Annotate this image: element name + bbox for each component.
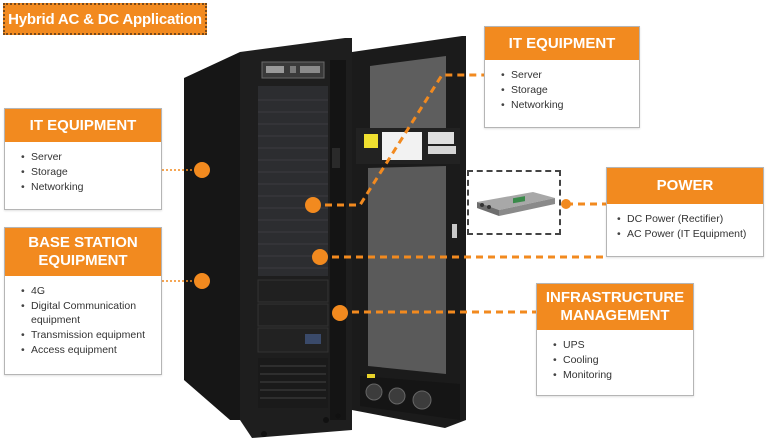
rectifier-module-image (477, 192, 555, 216)
list-item: Access equipment (21, 343, 161, 357)
item-list: Server Storage Networking (485, 60, 639, 113)
wheel (323, 417, 329, 423)
connector-dots (194, 162, 571, 321)
door-fan-panel (360, 376, 460, 420)
rectifier-inset (467, 170, 561, 235)
card-heading: IT EQUIPMENT (485, 27, 639, 60)
list-item: Monitoring (553, 368, 693, 383)
fan-icon (412, 390, 432, 410)
cable-post (330, 60, 346, 420)
item-list: UPS Cooling Monitoring (537, 330, 693, 383)
fan-icon (365, 383, 383, 401)
list-item: Transmission equipment (21, 328, 161, 342)
card-heading: INFRASTRUCTURE MANAGEMENT (537, 284, 693, 330)
door-rating-plate (428, 132, 454, 144)
wheel (335, 413, 341, 419)
list-item: AC Power (IT Equipment) (617, 227, 763, 242)
door-glass-top (370, 56, 446, 132)
cabinet-side-panel (184, 52, 252, 420)
list-item: Networking (21, 180, 161, 195)
dot-infrastructure (332, 305, 348, 321)
list-item: Server (501, 68, 639, 83)
card-it-equipment-right: IT EQUIPMENT Server Storage Networking (484, 26, 640, 128)
card-heading: IT EQUIPMENT (5, 109, 161, 142)
dot-it-right (305, 197, 321, 213)
door-handle (452, 224, 457, 238)
list-item: Server (21, 150, 161, 165)
item-list: DC Power (Rectifier) AC Power (IT Equipm… (607, 204, 763, 242)
ups-screen (305, 334, 321, 344)
cabinet-door (352, 36, 466, 428)
door-diagram-sticker (382, 132, 422, 160)
ups-module-1 (257, 279, 329, 303)
door-yellow-sticker (364, 134, 378, 148)
diagram-title: Hybrid AC & DC Application (3, 3, 207, 35)
ups-module-2 (257, 303, 329, 327)
card-heading: POWER (607, 168, 763, 204)
fan-icon (388, 387, 406, 405)
dot-base-station (194, 273, 210, 289)
item-list: Server Storage Networking (5, 142, 161, 195)
server-bay (258, 86, 328, 276)
list-item: Cooling (553, 353, 693, 368)
card-base-station-equipment: BASE STATION EQUIPMENT 4G Digital Commun… (4, 227, 162, 375)
door-glass-bottom (368, 166, 446, 374)
dot-power (312, 249, 328, 265)
list-item: 4G (21, 284, 161, 298)
list-item: Networking (501, 98, 639, 113)
cabinet-body (184, 38, 352, 438)
list-item: UPS (553, 338, 693, 353)
dot-it-left (194, 162, 210, 178)
card-power: POWER DC Power (Rectifier) AC Power (IT … (606, 167, 764, 257)
card-heading: BASE STATION EQUIPMENT (5, 228, 161, 276)
list-item: Storage (21, 165, 161, 180)
card-it-equipment-left: IT EQUIPMENT Server Storage Networking (4, 108, 162, 210)
list-item: DC Power (Rectifier) (617, 212, 763, 227)
dot-rectifier (561, 199, 571, 209)
wheel (261, 431, 267, 437)
card-infrastructure-management: INFRASTRUCTURE MANAGEMENT UPS Cooling Mo… (536, 283, 694, 396)
connector-it-right (313, 73, 484, 207)
list-item: Storage (501, 83, 639, 98)
